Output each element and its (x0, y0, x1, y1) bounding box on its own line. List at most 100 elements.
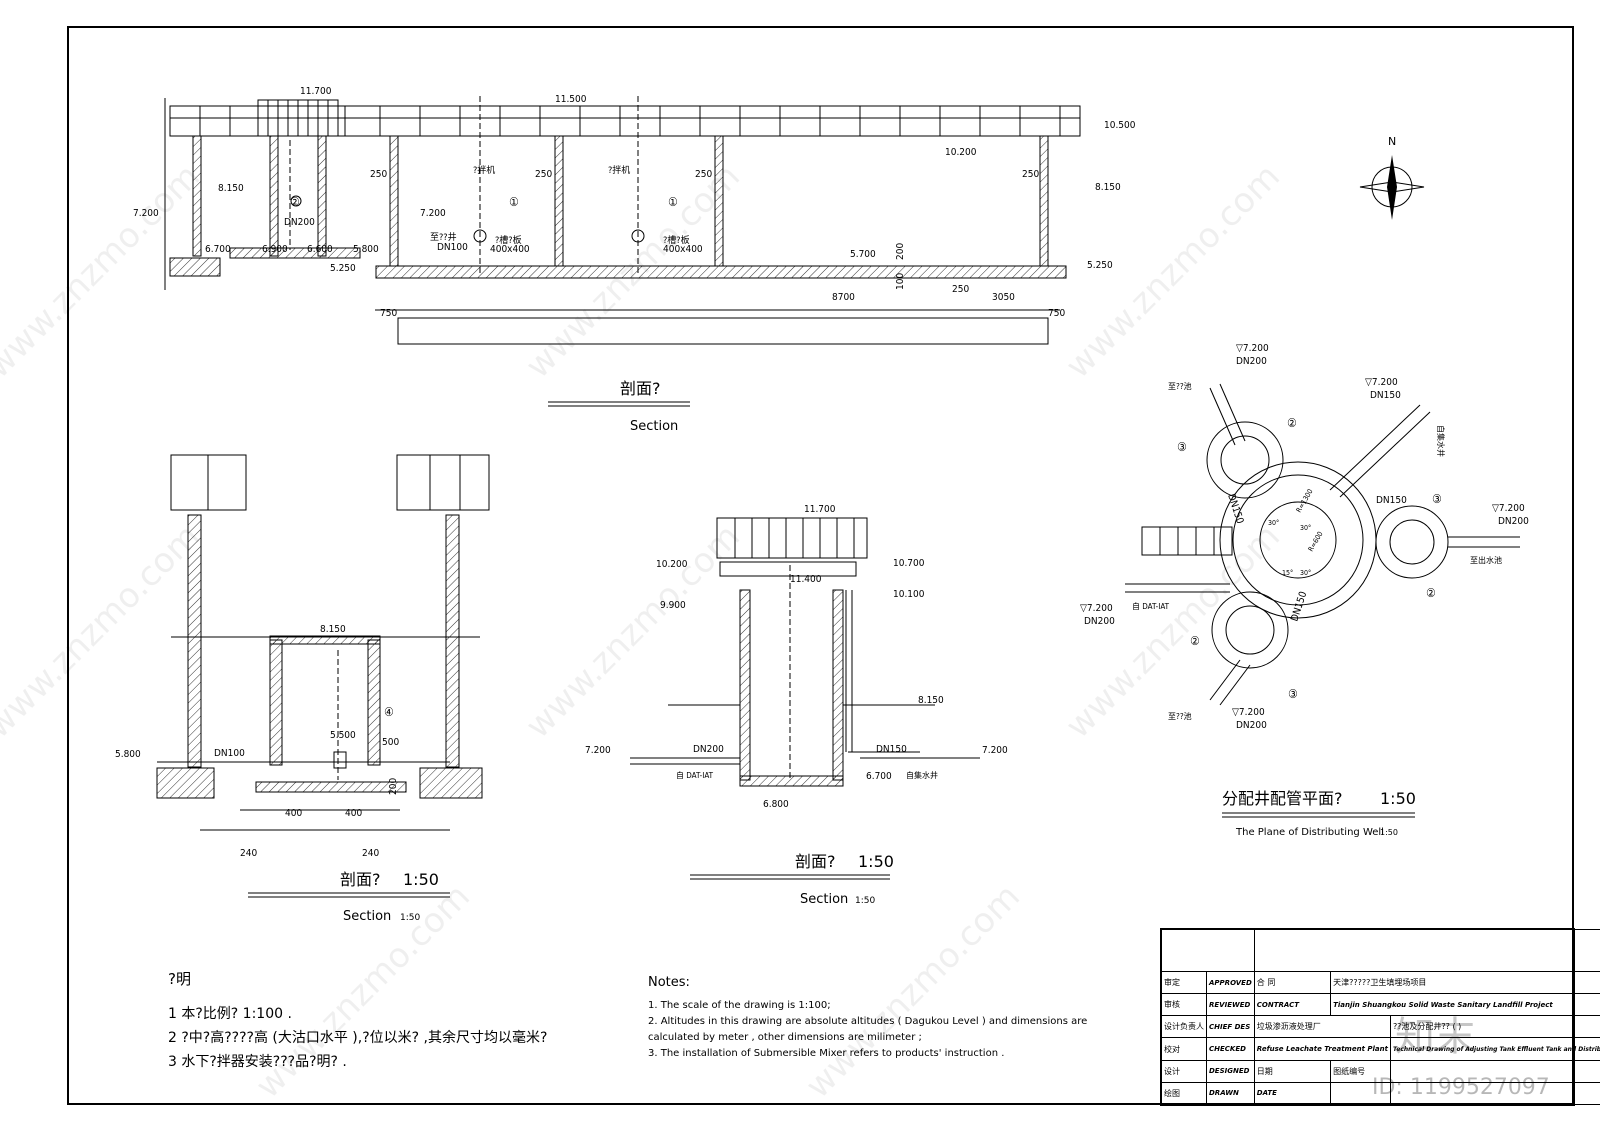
svg-text:30°: 30° (1300, 524, 1311, 532)
svg-text:11.400: 11.400 (790, 574, 822, 585)
plan-scale-cn: 1:50 (1380, 789, 1416, 808)
svg-text:750: 750 (380, 308, 397, 319)
notes-cn-heading: ?明 (168, 970, 191, 988)
tb-chief-cn: 设计负责人 (1161, 1015, 1207, 1039)
svg-text:自集水井: 自集水井 (1436, 425, 1446, 457)
svg-text:10.100: 10.100 (893, 589, 925, 600)
svg-text:250: 250 (370, 169, 387, 180)
svg-text:?拌机: ?拌机 (473, 164, 495, 176)
tb-drawn-cn: 绘图 (1161, 1081, 1207, 1106)
tb-approved-en: APPROVED (1206, 970, 1255, 995)
notes-cn: ?明 1 本?比例? 1:100 . 2 ?中?高????高 (大沽口水平 ),… (168, 968, 547, 1071)
svg-text:www.znzmo.com: www.znzmo.com (0, 516, 208, 746)
tb-reviewed-cn: 审核 (1161, 993, 1207, 1017)
top-walls (169, 135, 1067, 279)
section-3-labels: 11.700 11.400 10.200 10.700 10.100 9.900… (585, 504, 1008, 810)
svg-text:5.700: 5.700 (850, 249, 876, 260)
svg-text:200: 200 (895, 243, 906, 260)
section-3-title-cn: 剖面? (795, 852, 836, 871)
svg-text:15°: 15° (1282, 569, 1293, 577)
section-3: 11.700 11.400 10.200 10.700 10.100 9.900… (585, 504, 1008, 907)
notes-en-item: 2. Altitudes in this drawing are absolut… (648, 1016, 1088, 1027)
svg-text:至??池: 至??池 (1168, 381, 1192, 391)
svg-text:①: ① (509, 195, 519, 209)
svg-text:5.500: 5.500 (330, 730, 356, 741)
notes-en: Notes: 1. The scale of the drawing is 1:… (648, 975, 1087, 1059)
top-section-title-en: Section (630, 419, 678, 434)
svg-text:DN100: DN100 (214, 748, 245, 759)
svg-text:30°: 30° (1268, 519, 1279, 527)
svg-text:6.700: 6.700 (205, 244, 231, 255)
svg-text:250: 250 (535, 169, 552, 180)
svg-text:11.700: 11.700 (804, 504, 836, 515)
svg-text:DN100: DN100 (437, 242, 468, 253)
svg-text:②: ② (1287, 416, 1297, 430)
sheet-border (67, 26, 1574, 1105)
svg-text:?槽?板: ?槽?板 (495, 234, 522, 246)
svg-text:R=1300: R=1300 (1295, 488, 1315, 514)
section-2-title-cn: 剖面? (340, 870, 381, 889)
svg-text:5.250: 5.250 (1087, 260, 1113, 271)
section-2-title-en: Section (343, 909, 391, 924)
notes-cn-item: 2 ?中?高????高 (大沽口水平 ),?位以米? ,其余尺寸均以毫米? (168, 1030, 548, 1046)
tb-approved-cn: 审定 (1161, 970, 1207, 995)
svg-text:200: 200 (388, 778, 399, 795)
svg-text:5.250: 5.250 (330, 263, 356, 274)
svg-text:500: 500 (382, 737, 399, 748)
svg-text:250: 250 (695, 169, 712, 180)
svg-text:▽7.200: ▽7.200 (1492, 503, 1525, 514)
tb-plant-en: Refuse Leachate Treatment Plant (1253, 1037, 1391, 1061)
svg-text:DN150: DN150 (876, 744, 907, 755)
top-slab (169, 99, 1081, 137)
tb-drawn-en: DRAWN (1206, 1081, 1255, 1106)
svg-text:DN200: DN200 (284, 217, 315, 228)
svg-text:自 DAT-IAT: 自 DAT-IAT (1132, 601, 1170, 611)
svg-text:DN200: DN200 (693, 744, 724, 755)
tb-contract-en: CONTRACT (1253, 993, 1332, 1017)
svg-text:③: ③ (1177, 440, 1187, 454)
notes-cn-item: 1 本?比例? 1:100 . (168, 1006, 292, 1022)
tb-drawing-en: Technical Drawing of Adjusting Tank Effl… (1389, 1037, 1600, 1061)
svg-text:400x400: 400x400 (663, 244, 703, 255)
svg-text:自 DAT-IAT: 自 DAT-IAT (676, 770, 714, 780)
tb-designed-cn: 设计 (1161, 1059, 1207, 1083)
svg-text:③: ③ (1432, 492, 1442, 506)
svg-text:N: N (1388, 135, 1396, 148)
svg-text:R=600: R=600 (1307, 530, 1325, 553)
tb-chief-en: CHIEF DES (1206, 1015, 1255, 1039)
svg-text:②: ② (290, 195, 300, 209)
svg-text:②: ② (1426, 586, 1436, 600)
notes-en-item: 3. The installation of Submersible Mixer… (648, 1048, 1005, 1059)
svg-text:②: ② (1190, 634, 1200, 648)
svg-text:③: ③ (1288, 687, 1298, 701)
svg-text:8.150: 8.150 (218, 183, 244, 194)
svg-text:www.znzmo.com: www.znzmo.com (518, 516, 748, 746)
tb-reviewed-en: REVIEWED (1206, 993, 1255, 1017)
section-3-scale-en: 1:50 (855, 896, 875, 906)
top-section: 11.700 11.500 10.500 10.200 8.150 8.150 … (133, 86, 1136, 434)
notes-cn-item: 3 水下?拌器安装???品?明? . (168, 1054, 347, 1070)
svg-text:30°: 30° (1300, 569, 1311, 577)
svg-text:④: ④ (384, 705, 394, 719)
svg-text:7.200: 7.200 (133, 208, 159, 219)
svg-text:5.800: 5.800 (115, 749, 141, 760)
tb-date-cn: 日期 (1253, 1059, 1332, 1083)
svg-text:7.200: 7.200 (585, 745, 611, 756)
section-2-scale-en: 1:50 (400, 913, 420, 923)
svg-text:10.500: 10.500 (1104, 120, 1136, 131)
svg-text:至出水池: 至出水池 (1470, 555, 1502, 565)
svg-text:8.150: 8.150 (320, 624, 346, 635)
top-dimension-labels: 250 250 250 250 DN200 DN100 400x400 400x… (284, 164, 1065, 319)
svg-text:6.800: 6.800 (763, 799, 789, 810)
svg-text:7.200: 7.200 (420, 208, 446, 219)
svg-text:9.900: 9.900 (660, 600, 686, 611)
top-elevation-labels: 11.700 11.500 10.500 10.200 8.150 8.150 … (133, 86, 1136, 274)
svg-text:11.700: 11.700 (300, 86, 332, 97)
tb-date-en: DATE (1253, 1081, 1332, 1106)
section-2-labels: 8.150 5.800 5.500 DN100 500 200 400 400 … (115, 624, 399, 859)
svg-text:400: 400 (345, 808, 362, 819)
svg-text:DN200: DN200 (1498, 516, 1529, 527)
tb-checked-cn: 校对 (1161, 1037, 1207, 1061)
svg-text:240: 240 (240, 848, 257, 859)
svg-text:DN200: DN200 (1084, 616, 1115, 627)
